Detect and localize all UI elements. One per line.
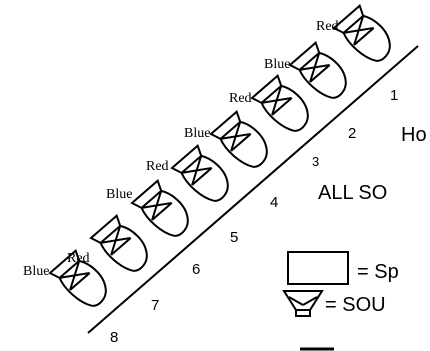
position-number-6: 6 — [192, 261, 200, 278]
legend-hopper-text: = SOU — [325, 294, 386, 316]
hopper-5 — [170, 143, 229, 202]
position-number-2: 2 — [348, 125, 356, 142]
hopper-label-5: Red — [146, 159, 169, 174]
legend-box-symbol — [287, 251, 349, 285]
legend-hopper-symbol — [282, 290, 324, 317]
position-number-8: 8 — [110, 329, 118, 346]
hopper-label-3: Red — [229, 91, 252, 106]
position-number-7: 7 — [151, 297, 159, 314]
position-number-1: 1 — [390, 87, 398, 104]
hopper-8 — [48, 248, 107, 307]
hopper-1 — [332, 3, 391, 62]
hopper-label-6: Blue — [106, 187, 132, 202]
hopper-label-2: Blue — [264, 57, 290, 72]
subheading: ALL SO — [318, 182, 387, 204]
position-numbers: 1 2 3 4 5 6 7 8 — [110, 87, 398, 346]
hopper-label-4: Blue — [184, 126, 210, 141]
hopper-4 — [209, 109, 268, 168]
position-number-4: 4 — [270, 194, 278, 211]
hopper-3 — [250, 73, 309, 132]
position-number-5: 5 — [230, 229, 238, 246]
conveyor-line — [87, 45, 419, 334]
legend-box-text: = Sp — [357, 261, 399, 283]
hopper-7 — [89, 213, 148, 272]
position-number-3: 3 — [312, 154, 319, 169]
hopper-6 — [130, 178, 189, 237]
hopper-label-1: Red — [316, 19, 339, 34]
hopper-label-8: Blue — [23, 264, 49, 279]
hopper-2 — [288, 40, 347, 99]
page-heading: Ho — [401, 124, 427, 146]
